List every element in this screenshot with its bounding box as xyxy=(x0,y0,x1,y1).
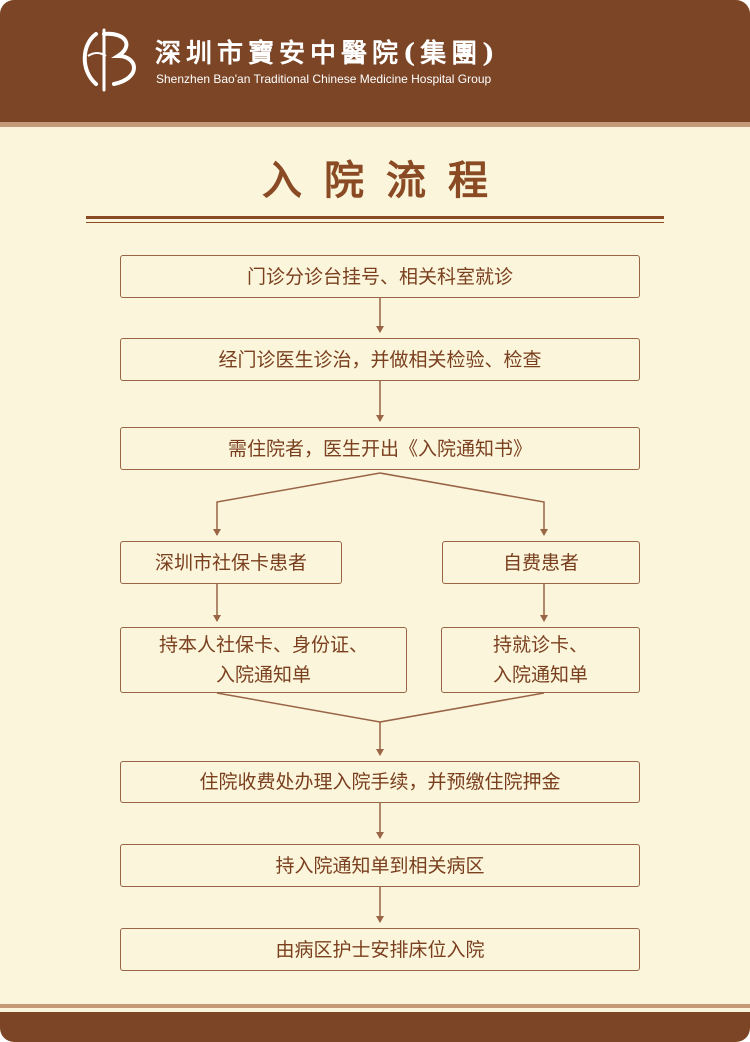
step-consult: 经门诊医生诊治，并做相关检验、检查 xyxy=(120,338,640,381)
step-admission-notice: 需住院者，医生开出《入院通知书》 xyxy=(120,427,640,470)
footer-stripe xyxy=(0,1004,750,1008)
split-left xyxy=(213,472,381,536)
split-right xyxy=(379,472,548,536)
hospital-logo-icon xyxy=(82,28,136,92)
merge-left xyxy=(216,692,381,723)
step-left-documents: 持本人社保卡、身份证、 入院通知单 xyxy=(120,627,407,693)
step-social-insurance-patient: 深圳市社保卡患者 xyxy=(120,541,342,584)
title-rule-thick xyxy=(86,216,664,219)
title-rule-thin xyxy=(86,222,664,223)
header-banner: 深圳市寶安中醫院(集團) Shenzhen Bao'an Traditional… xyxy=(0,0,750,122)
org-name-en: Shenzhen Bao'an Traditional Chinese Medi… xyxy=(156,72,492,86)
merge-right xyxy=(379,692,545,723)
step-admission-procedure: 住院收费处办理入院手续，并预缴住院押金 xyxy=(120,761,640,803)
step-register: 门诊分诊台挂号、相关科室就诊 xyxy=(120,255,640,298)
step-self-pay-patient: 自费患者 xyxy=(442,541,640,584)
org-name-cn: 深圳市寶安中醫院(集團) xyxy=(155,39,500,69)
footer-banner xyxy=(0,1012,750,1042)
step-right-documents: 持就诊卡、 入院通知单 xyxy=(441,627,640,693)
page-title: 入院流程 xyxy=(262,158,510,204)
header-stripe xyxy=(0,122,750,127)
step-go-to-ward: 持入院通知单到相关病区 xyxy=(120,844,640,887)
step-bed-assignment: 由病区护士安排床位入院 xyxy=(120,928,640,971)
